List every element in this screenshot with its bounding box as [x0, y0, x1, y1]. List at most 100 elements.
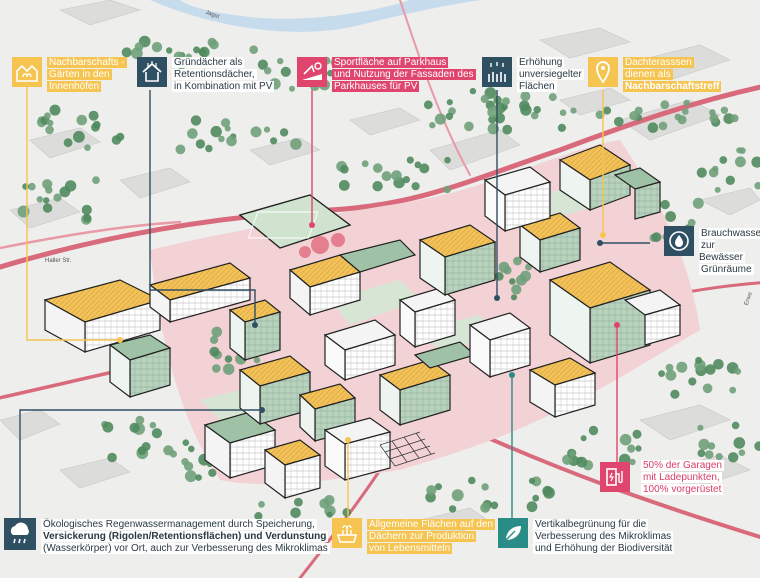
tree [338, 180, 350, 191]
annotation-line: Retentionsdächer, [172, 69, 257, 80]
tree [116, 132, 125, 141]
tree [446, 99, 453, 106]
pergola [379, 431, 436, 467]
tree [319, 498, 330, 509]
tree [729, 386, 737, 394]
tree [501, 97, 510, 106]
tree [84, 144, 91, 151]
building-west-2 [148, 262, 252, 324]
tree [249, 45, 258, 54]
tree [250, 126, 262, 138]
river [150, 0, 480, 32]
tree [751, 156, 760, 168]
tree [414, 161, 422, 169]
tree [530, 111, 539, 120]
tree [731, 421, 740, 430]
tree [294, 497, 303, 507]
annotation-line: Sportfläche auf Parkhaus [332, 57, 449, 68]
annotation-line-bold: Versickerung (Rigolen/Retentionsflächen)… [41, 531, 329, 542]
tree [730, 114, 739, 123]
tree [632, 429, 642, 439]
leaf-hand-icon [498, 518, 528, 548]
tree [129, 422, 140, 433]
building-mid-2 [323, 319, 397, 382]
annotation-gruendaecher: Gründächer als Retentionsdächer, in Komb… [172, 57, 275, 93]
building-mid-3 [398, 224, 497, 349]
tree [92, 176, 100, 185]
tree [81, 204, 92, 215]
tree [289, 85, 295, 92]
green-roof-icon [137, 57, 167, 87]
annotation-sportflaeche: Sportfläche auf Parkhaus und Nutzung der… [332, 57, 476, 93]
annotation-line: unversiegelter [517, 69, 584, 80]
tree [665, 369, 677, 381]
tree [754, 441, 760, 451]
annotation-line: zur Bewässer [699, 240, 745, 263]
parking-garage [238, 194, 352, 258]
annotation-line: Gründächer als [172, 57, 245, 68]
tree [210, 125, 222, 138]
tree [258, 501, 265, 508]
tree [149, 421, 157, 429]
annotation-line: Innenhöfen [47, 81, 102, 92]
tree [175, 144, 186, 155]
tree [660, 100, 670, 110]
building-east-1 [468, 312, 532, 379]
tree [481, 483, 489, 491]
tree [728, 452, 739, 463]
tree [635, 445, 642, 452]
tree [381, 171, 392, 182]
tree [692, 197, 704, 209]
tree [468, 476, 476, 485]
tree [411, 182, 420, 191]
tree [45, 125, 54, 135]
tree [676, 361, 688, 373]
annotation-line: Grünräume [699, 264, 754, 275]
tree [532, 494, 540, 502]
tree [182, 439, 190, 447]
tree [434, 113, 446, 125]
building-east-2 [528, 357, 597, 419]
tree [665, 211, 676, 222]
tree [134, 42, 144, 52]
tree [205, 144, 213, 153]
annotation-line: Dächern zur Produktion [367, 531, 477, 542]
tree [683, 99, 690, 107]
tree [223, 363, 235, 375]
tree [391, 170, 402, 181]
tree [76, 114, 88, 126]
tree [595, 110, 605, 119]
tree [211, 326, 223, 338]
tree [166, 47, 173, 54]
ev-charger-icon [600, 462, 630, 492]
tree [277, 57, 284, 65]
tree [719, 156, 728, 164]
building-east-3 [548, 261, 682, 365]
tree [629, 458, 636, 466]
tree [257, 59, 268, 70]
tree [42, 179, 53, 190]
tree [709, 113, 719, 123]
tree [224, 355, 233, 363]
tree [221, 118, 231, 128]
tree [218, 135, 225, 143]
tree [63, 138, 73, 148]
tree [510, 294, 518, 301]
annotation-line: dienen als [623, 69, 673, 80]
tree [423, 100, 433, 110]
tree [187, 128, 198, 139]
tree [533, 106, 541, 114]
tree [713, 359, 724, 370]
annotation-line: Gärten in den [47, 69, 112, 80]
annotation-line: Vertikalbegrünung für die [533, 519, 649, 530]
tree [704, 450, 714, 459]
tree [279, 128, 289, 137]
tree [702, 383, 713, 394]
annotation-entsiegelung: Erhöhung unversiegelter Flächen [517, 57, 584, 93]
tree [83, 214, 92, 223]
building-west-1 [43, 279, 162, 354]
tree [570, 107, 577, 114]
annotation-line: Flächen [517, 81, 557, 92]
